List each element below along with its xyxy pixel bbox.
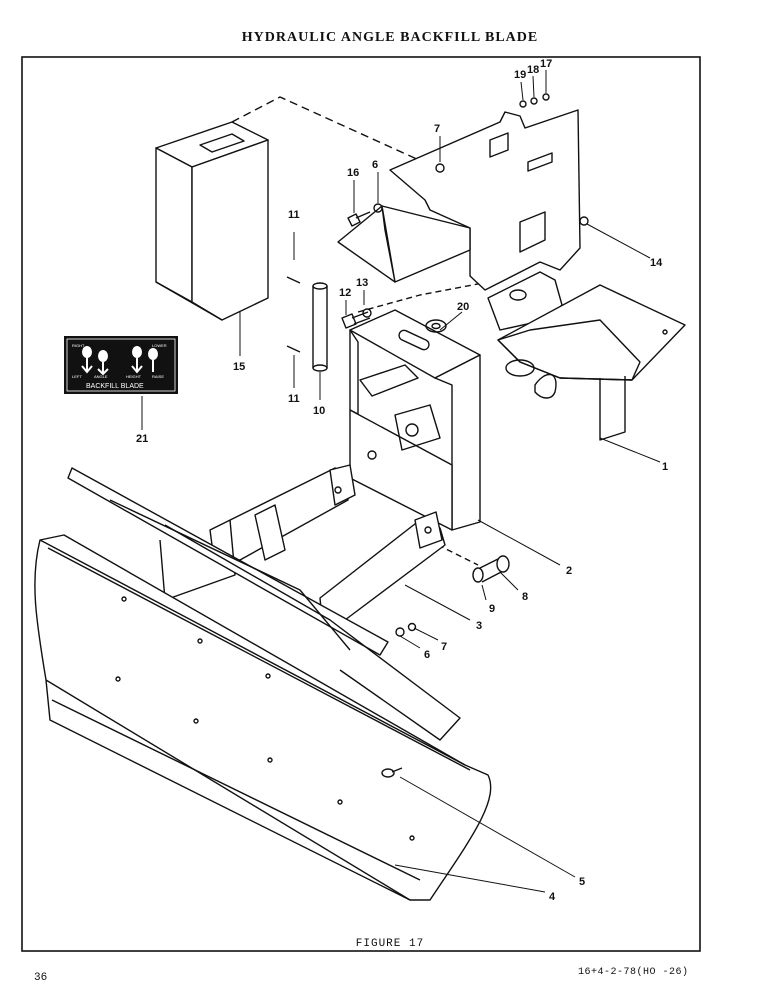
callout-15: 15 [233, 361, 245, 373]
part-7-nut-upper [435, 163, 445, 173]
part-5-bolt [381, 767, 403, 778]
callout-3: 3 [476, 620, 482, 632]
leader-dashed-15 [231, 96, 431, 166]
callout-16: 16 [347, 167, 359, 179]
callout-13: 13 [356, 277, 368, 289]
page-title: HYDRAULIC ANGLE BACKFILL BLADE [241, 30, 539, 45]
part-8-pin [472, 555, 510, 583]
part-11-cotter-top [286, 276, 301, 284]
callout-12: 12 [339, 287, 351, 299]
part-2-upright-frame [349, 309, 481, 531]
part-4-blade [34, 467, 492, 901]
page-number: 36 [34, 972, 48, 984]
callout-2: 2 [566, 565, 572, 577]
callout-5: 5 [579, 876, 585, 888]
part-18-washer [530, 97, 538, 105]
callout-19: 19 [514, 69, 526, 81]
callout-11-top: 11 [288, 209, 300, 221]
document-reference: 16+4-2-78(HO -26) [578, 967, 689, 978]
callout-18: 18 [527, 64, 539, 76]
part-6-washer-upper [373, 203, 383, 213]
decal-text-angle: ANGLE [94, 374, 108, 379]
part-12-bolt [341, 311, 371, 329]
callout-labels: 1 2 3 4 5 6 6 7 7 8 9 10 11 11 12 13 14 … [136, 58, 668, 903]
decal-text-backfill-blade: BACKFILL BLADE [86, 383, 144, 390]
callout-7-upper: 7 [434, 123, 440, 135]
part-14-nut [579, 216, 589, 226]
callout-21: 21 [136, 433, 148, 445]
callout-8: 8 [522, 591, 528, 603]
callout-10: 10 [313, 405, 325, 417]
callout-7-lower: 7 [441, 641, 447, 653]
callout-6-upper: 6 [372, 159, 378, 171]
decal-text-lower: LOWER [152, 343, 167, 348]
decal-text-left: LEFT [72, 374, 82, 379]
leader-dashed-13 [357, 281, 489, 313]
callout-9: 9 [489, 603, 495, 615]
decal-text-raise: RAISE [152, 374, 164, 379]
part-16-bolt [347, 211, 371, 227]
figure-caption: FIGURE 17 [355, 938, 425, 950]
leader-dashed-8 [437, 544, 479, 566]
callout-4: 4 [549, 891, 556, 903]
callout-17: 17 [540, 58, 552, 70]
callout-6-lower: 6 [424, 649, 430, 661]
callout-1: 1 [662, 461, 668, 473]
part-13-washer [362, 308, 372, 318]
part-15-cover-box [155, 121, 269, 321]
part-7-nut-lower [407, 622, 417, 632]
decal-text-right: RIGHT [72, 343, 85, 348]
part-11-cotter-bottom [286, 345, 301, 353]
part-6-washer-lower [395, 627, 405, 637]
part-19-washer [519, 100, 527, 108]
callout-11-bottom: 11 [288, 393, 300, 405]
leader-lines [141, 70, 661, 893]
decal-text-height: HEIGHT [126, 374, 142, 379]
callout-14: 14 [650, 257, 663, 269]
part-20-washer [425, 319, 447, 333]
part-10-long-pin [312, 282, 328, 372]
callout-20: 20 [457, 301, 469, 313]
part-1-mounting-frame [337, 109, 686, 441]
figure-border [21, 56, 701, 952]
part-17-bolt [542, 93, 550, 101]
part-21-decal: RIGHT LOWER LEFT ANGLE HEIGHT RAISE BACK… [64, 336, 178, 394]
